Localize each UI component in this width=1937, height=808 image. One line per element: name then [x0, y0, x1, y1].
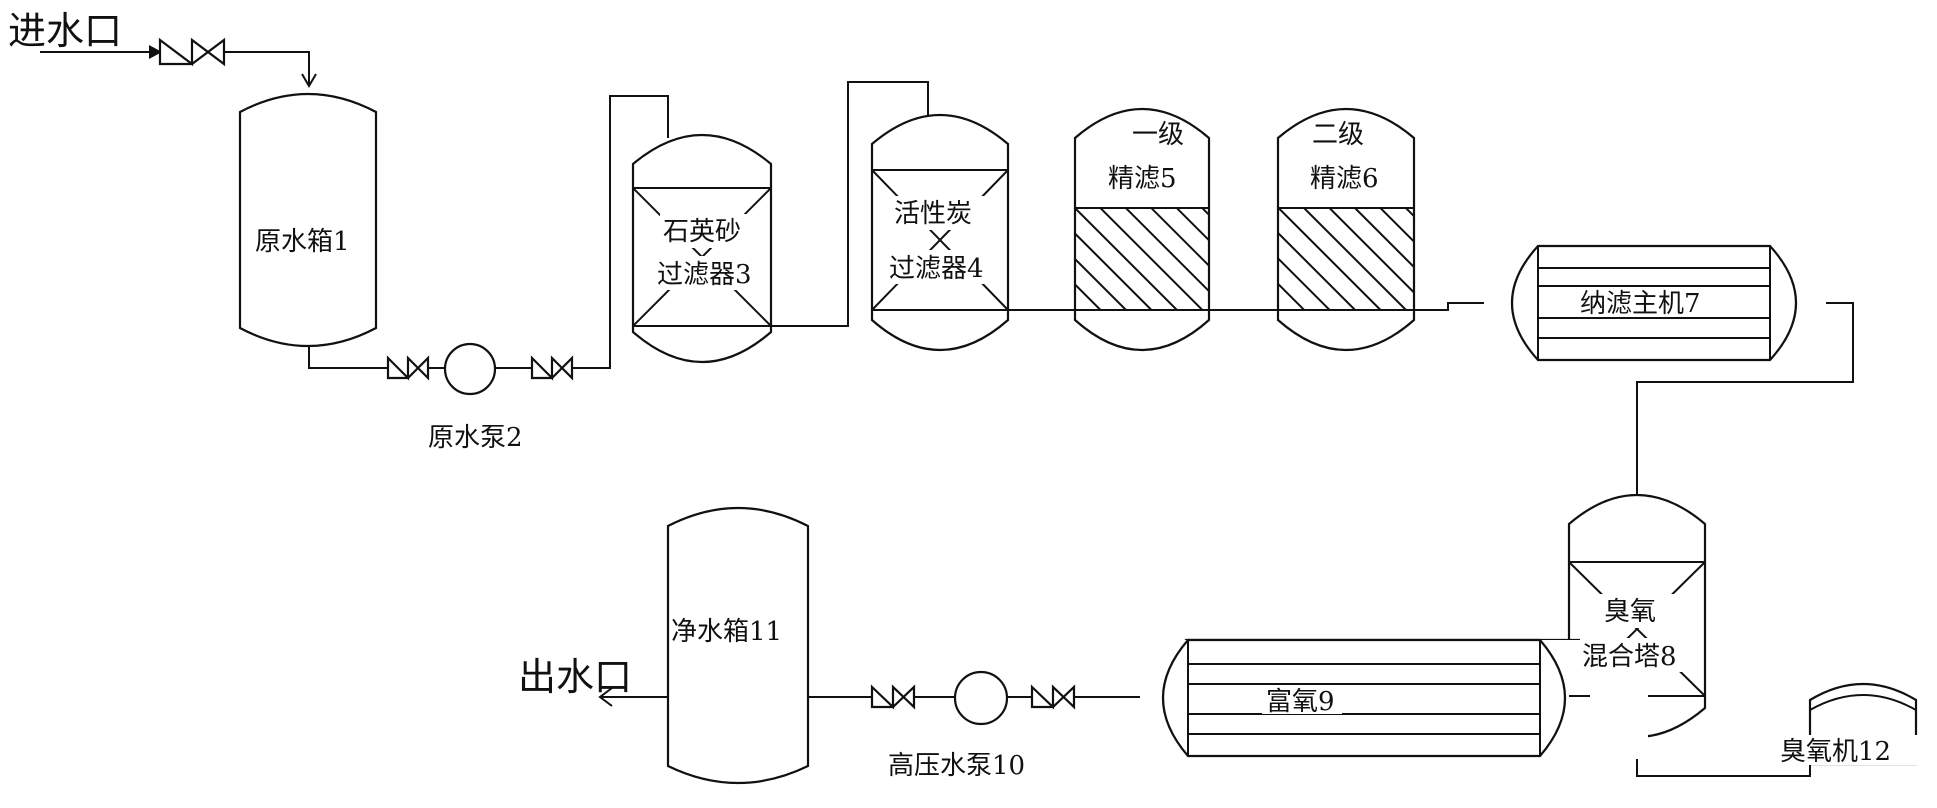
ozone-tower-label-1: 臭氧	[1604, 597, 1656, 627]
inlet-label: 进水口	[8, 9, 122, 53]
carbon-filter-vessel	[870, 114, 1010, 351]
valve-icon	[530, 355, 574, 381]
fine-filter-1-vessel	[1073, 108, 1211, 351]
nanofiltration-label: 纳滤主机7	[1580, 289, 1701, 319]
valve-icon	[158, 37, 226, 67]
fine-filter-1-label-2: 精滤5	[1108, 164, 1177, 194]
quartz-filter-label-1: 石英砂	[663, 217, 741, 247]
tank-inlet-arrow-icon	[301, 73, 317, 88]
quartz-to-carbon-pipe	[771, 81, 929, 327]
pipes	[40, 51, 1854, 777]
inlet-to-raw-tank-pipe	[225, 51, 310, 85]
generator-to-tower-pipe	[1636, 759, 1811, 777]
raw-tank-outlet-pipe	[308, 345, 388, 369]
raw-pump-icon	[443, 342, 497, 396]
clean-tank-vessel	[666, 507, 810, 784]
raw-tank-label: 原水箱1	[255, 227, 350, 257]
hp-pump-label: 高压水泵10	[888, 751, 1025, 781]
fine-filter-1-label-1: 一级	[1132, 120, 1184, 150]
carbon-to-nanofiltration-pipe	[1008, 302, 1484, 311]
inlet-arrow-icon	[149, 45, 162, 59]
ozone-generator-label: 臭氧机12	[1780, 737, 1891, 767]
fine-filter-2-vessel	[1276, 108, 1416, 351]
carbon-filter-label-1: 活性炭	[894, 199, 972, 229]
valve-icon	[870, 684, 916, 710]
oxygen-enricher-label: 富氧9	[1266, 687, 1335, 717]
outlet-arrow-icon	[598, 687, 613, 707]
fine-filter-2-label-1: 二级	[1312, 120, 1364, 150]
hp-pump-icon	[953, 670, 1009, 726]
valve-icon	[386, 355, 430, 381]
raw-pump-label: 原水泵2	[428, 423, 523, 453]
outlet-label: 出水口	[518, 655, 632, 699]
clean-tank-label: 净水箱11	[671, 617, 782, 647]
oxygen-enricher-detail	[1138, 638, 1648, 758]
raw-tank-vessel	[238, 93, 378, 347]
nanofiltration-to-ozone-tower-pipe	[1636, 302, 1854, 497]
quartz-filter-label-2: 过滤器3	[657, 260, 752, 290]
fine-filter-2-label-2: 精滤6	[1310, 164, 1379, 194]
carbon-filter-label-2: 过滤器4	[889, 254, 984, 284]
pump-to-quartz-pipe	[572, 95, 669, 369]
ozone-tower-label-2: 混合塔8	[1582, 642, 1677, 672]
